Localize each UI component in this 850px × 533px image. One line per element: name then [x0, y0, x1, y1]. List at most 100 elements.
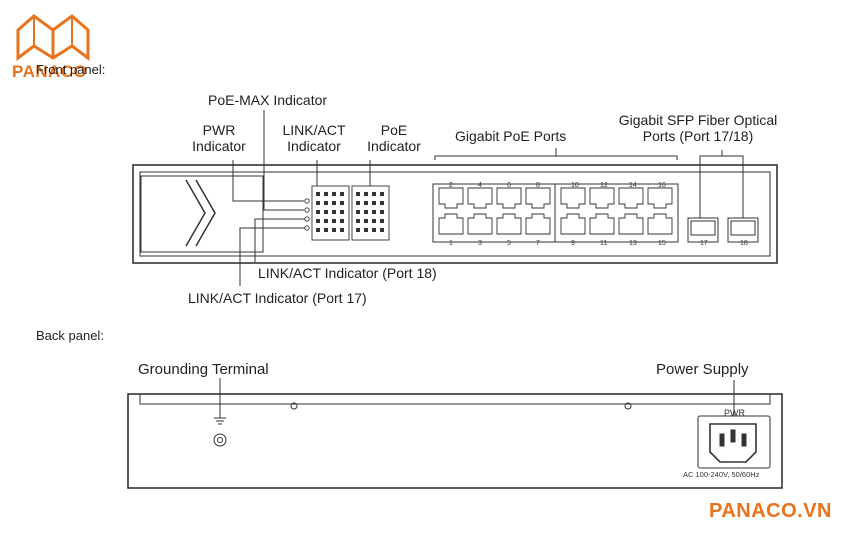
- rj45-port: [589, 213, 615, 235]
- led-dot: [332, 228, 336, 232]
- port-number-bottom: 7: [536, 240, 540, 247]
- led-dot: [356, 210, 360, 214]
- led-indicator-block: [311, 185, 390, 241]
- port-number-top: 8: [536, 182, 540, 189]
- rj45-port: [589, 187, 615, 209]
- footer-brand: PANACO.VN: [708, 500, 832, 522]
- led-dot: [340, 201, 344, 205]
- rj45-ports: [438, 187, 673, 235]
- led-dot: [380, 192, 384, 196]
- led-dot: [356, 201, 360, 205]
- led-dot: [332, 192, 336, 196]
- led-dots: [316, 192, 384, 232]
- led-dot: [324, 210, 328, 214]
- port-number-bottom: 13: [629, 240, 637, 247]
- led-dot: [364, 201, 368, 205]
- led-dot: [372, 219, 376, 223]
- front-panel-chassis: [132, 164, 778, 264]
- rj45-port: [525, 213, 551, 235]
- link-act-port18-label: LINK/ACT Indicator (Port 18): [258, 265, 437, 281]
- led-dot: [372, 210, 376, 214]
- port-number-bottom: 5: [507, 240, 511, 247]
- link-act-indicator-label: LINK/ACT Indicator: [282, 122, 346, 154]
- back-screws: [290, 402, 632, 410]
- led-dot: [316, 228, 320, 232]
- port-number-top: 2: [449, 182, 453, 189]
- grounding-terminal-icon: [213, 378, 227, 447]
- rj45-port: [438, 213, 464, 235]
- port-number-bottom: 11: [600, 240, 608, 247]
- pwr-indicator-label: PWR Indicator: [192, 122, 246, 154]
- led-dot: [316, 210, 320, 214]
- led-dot: [356, 219, 360, 223]
- rj45-port: [467, 213, 493, 235]
- ac-rating-label: AC 100-240V, 50/60Hz: [683, 470, 760, 479]
- sfp-ports-label: Gigabit SFP Fiber Optical Ports (Port 17…: [618, 112, 778, 144]
- port-number-top: 4: [478, 182, 482, 189]
- rj45-port: [560, 213, 586, 235]
- poe-max-indicator-label: PoE-MAX Indicator: [208, 92, 328, 108]
- rj45-port: [496, 187, 522, 209]
- led-dot: [364, 219, 368, 223]
- rj45-port: [647, 187, 673, 209]
- chevron-logo-icon: [185, 179, 216, 247]
- sfp-port-number: 17: [700, 240, 708, 247]
- rj45-port: [496, 213, 522, 235]
- led-dot: [316, 201, 320, 205]
- led-dot: [356, 192, 360, 196]
- rj45-port: [467, 187, 493, 209]
- led-dot: [380, 219, 384, 223]
- front-panel-title: Front panel:: [36, 62, 106, 77]
- power-supply-label: Power Supply: [656, 361, 749, 378]
- led-dot: [332, 201, 336, 205]
- led-dot: [372, 201, 376, 205]
- rj45-port: [438, 187, 464, 209]
- rj45-port: [647, 213, 673, 235]
- rj45-port: [560, 187, 586, 209]
- link-act-port17-label: LINK/ACT Indicator (Port 17): [188, 290, 367, 306]
- port-number-top: 14: [629, 182, 637, 189]
- led-dot: [324, 219, 328, 223]
- back-panel-title: Back panel:: [36, 328, 104, 343]
- led-dot: [364, 210, 368, 214]
- front-callout-lines: [232, 110, 744, 286]
- led-dot: [316, 219, 320, 223]
- rj45-port: [525, 187, 551, 209]
- led-dot: [332, 210, 336, 214]
- led-dot: [372, 192, 376, 196]
- sfp-ports: [687, 217, 759, 243]
- led-dot: [340, 210, 344, 214]
- led-dot: [364, 228, 368, 232]
- port-number-top: 6: [507, 182, 511, 189]
- poe-indicator-label: PoE Indicator: [367, 122, 421, 154]
- rj45-port: [618, 187, 644, 209]
- port-number-top: 16: [658, 182, 666, 189]
- led-dot: [340, 228, 344, 232]
- led-dot: [380, 210, 384, 214]
- led-dot: [332, 219, 336, 223]
- sfp-port-number: 18: [740, 240, 748, 247]
- led-dot: [356, 228, 360, 232]
- led-dot: [324, 201, 328, 205]
- grounding-terminal-label: Grounding Terminal: [138, 361, 269, 378]
- port-number-bottom: 9: [571, 240, 575, 247]
- port-number-bottom: 15: [658, 240, 666, 247]
- led-dot: [380, 228, 384, 232]
- port-number-bottom: 3: [478, 240, 482, 247]
- pwr-leds: [304, 198, 310, 231]
- back-panel-chassis: [127, 393, 783, 489]
- gigabit-poe-ports-label: Gigabit PoE Ports: [455, 128, 567, 144]
- led-dot: [364, 192, 368, 196]
- port-number-top: 12: [600, 182, 608, 189]
- led-dot: [324, 228, 328, 232]
- led-dot: [340, 192, 344, 196]
- port-number-bottom: 1: [449, 240, 453, 247]
- book-logo-icon: [16, 14, 90, 61]
- led-dot: [340, 219, 344, 223]
- led-dot: [316, 192, 320, 196]
- led-dot: [372, 228, 376, 232]
- power-socket-icon: [697, 380, 771, 469]
- logo-brand-text: PANACO: [12, 62, 88, 81]
- rj45-port: [618, 213, 644, 235]
